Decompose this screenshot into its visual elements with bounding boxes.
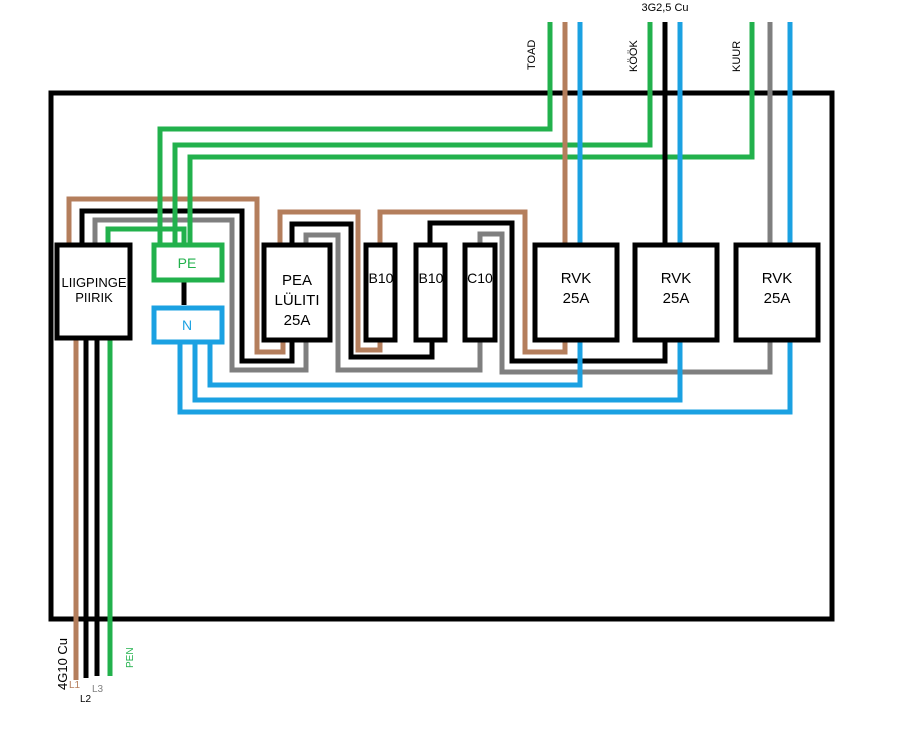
wire-pe-toad — [157, 22, 553, 245]
bottom-cable-spec: 4G10 Cu — [55, 638, 70, 690]
wire-surge-green — [105, 226, 187, 245]
top-cable-spec: 3G2,5 Cu — [641, 2, 688, 14]
breaker-3-box — [462, 242, 498, 343]
surge-protector-label-2: PIIRIK — [75, 290, 113, 305]
rcd-3-label-2: 25A — [764, 290, 791, 307]
main-switch-label-1: PEA — [282, 272, 312, 289]
outgoing-label-kook: KÖÖK — [628, 40, 640, 72]
rcd-3-box — [733, 242, 821, 343]
wire-brown-to-b10 — [277, 209, 383, 353]
rcd-1-label-1: RVK — [561, 270, 592, 287]
surge-protector-label-1: LIIGPINGE — [61, 275, 126, 290]
main-switch-box — [261, 242, 333, 343]
rcd-2-label-1: RVK — [661, 270, 692, 287]
breaker-2-label: B10 — [419, 270, 444, 286]
rcd-1-box — [532, 242, 620, 343]
wire-black-to-b10 — [427, 220, 668, 364]
main-switch-label-2: LÜLITI — [274, 291, 319, 309]
wire-n-return-2 — [192, 340, 683, 403]
breaker-3-label: C10 — [467, 270, 493, 286]
outgoing-label-toad: TOAD — [526, 40, 538, 70]
enclosure-outline — [48, 90, 835, 622]
n-bar-box — [151, 305, 225, 345]
wire-n-return-3 — [177, 340, 793, 415]
wire-brown-to-rvk1 — [377, 209, 568, 355]
rcd-2-label-2: 25A — [663, 290, 690, 307]
surge-protector-box — [54, 242, 133, 341]
conductor-label-l1: L1 — [69, 680, 81, 691]
rcd-1-label-2: 25A — [563, 290, 590, 307]
pe-bar-box — [151, 242, 225, 283]
main-switch-label-3: 25A — [284, 312, 311, 329]
wire-n-return-1 — [207, 340, 583, 388]
breaker-1-box — [363, 242, 398, 343]
n-bar-label: N — [182, 317, 192, 333]
wire-surge-brown — [66, 196, 286, 355]
conductor-label-pen: PEN — [125, 647, 136, 668]
wire-gray-to-c10 — [477, 231, 773, 375]
conductor-label-l2: L2 — [80, 694, 92, 705]
conductor-label-l3: L3 — [92, 684, 104, 695]
outgoing-label-kuur: KUUR — [731, 41, 743, 72]
rcd-2-box — [632, 242, 720, 343]
breaker-2-box — [413, 242, 448, 343]
wire-pe-kuur — [187, 22, 755, 245]
wire-pe-kook — [172, 22, 653, 245]
pe-bar-label: PE — [178, 255, 197, 271]
breaker-1-label: B10 — [369, 270, 394, 286]
rcd-3-label-1: RVK — [762, 270, 793, 287]
